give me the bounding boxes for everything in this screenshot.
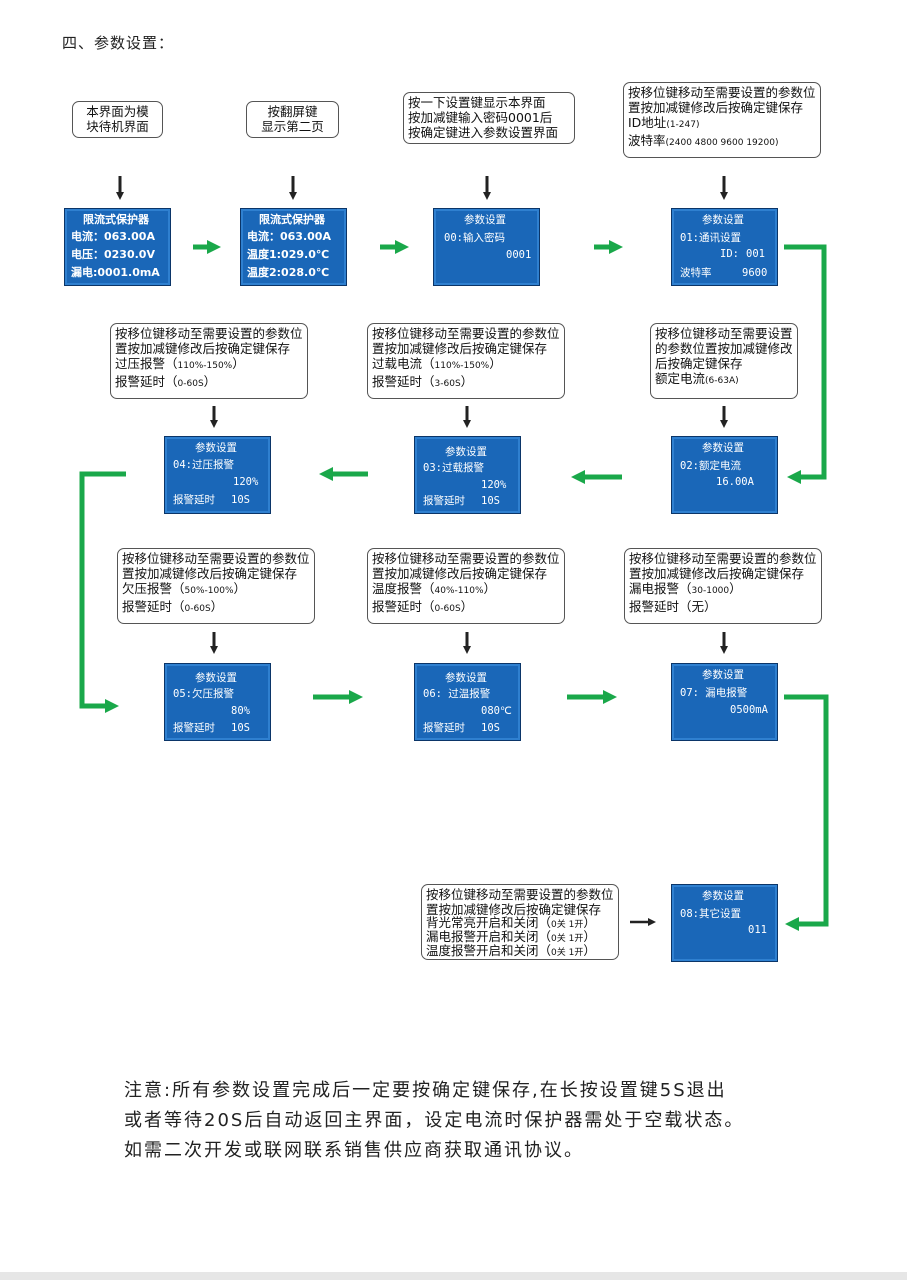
lcd-overvoltage: 参数设置 04:过压报警 120% 报警延时 10S [164,436,271,514]
section-heading: 四、参数设置： [62,34,175,52]
callout-leakage: 按移位键移动至需要设置的参数位 置按加减键修改后按确定键保存 漏电报警（30-1… [624,548,822,624]
lcd-password: 参数设置 00:输入密码 0001 [433,208,540,286]
callout-overvoltage: 按移位键移动至需要设置的参数位 置按加减键修改后按确定键保存 过压报警（110%… [110,323,308,399]
lcd-overload: 参数设置 03:过载报警 120% 报警延时 10S [414,436,521,514]
callout-rated-current: 按移位键移动至需要设置 的参数位置按加减键修改 后按确定键保存 额定电流(6-6… [650,323,798,399]
callout-undervoltage: 按移位键移动至需要设置的参数位 置按加减键修改后按确定键保存 欠压报警（50%-… [117,548,315,624]
note-paragraph: 注意:所有参数设置完成后一定要按确定键保存,在长按设置键5S退出 或者等待20S… [124,1080,745,1161]
lcd-standby-page2: 限流式保护器 电流：063.00A 温度1:029.0℃ 温度2:028.0℃ [240,208,347,286]
lcd-other-settings: 参数设置 08:其它设置 011 [671,884,778,962]
callout-comm: 按移位键移动至需要设置的参数位 置按加减键修改后按确定键保存 ID地址(1-24… [623,82,821,158]
page-bottom-edge [0,1272,907,1280]
callout-password: 按一下设置键显示本界面 按加减键输入密码0001后 按确定键进入参数设置界面 [403,92,575,144]
green-connector [784,694,829,931]
lcd-standby-page1: 限流式保护器 电流：063.00A 电压：0230.0V 漏电:0001.0mA [64,208,171,286]
lcd-over-temperature: 参数设置 06: 过温报警 080℃ 报警延时 10S [414,663,521,741]
callout-temperature: 按移位键移动至需要设置的参数位 置按加减键修改后按确定键保存 温度报警（40%-… [367,548,565,624]
callout-other-settings: 按移位键移动至需要设置的参数位 置按加减键修改后按确定键保存 背光常亮开启和关闭… [421,884,619,960]
green-connector [784,244,827,484]
lcd-comm-settings: 参数设置 01:通讯设置 ID: 001 波特率 9600 [671,208,778,286]
callout-overload: 按移位键移动至需要设置的参数位 置按加减键修改后按确定键保存 过载电流（110%… [367,323,565,399]
green-connector [79,471,126,713]
callout-standby: 本界面为模 块待机界面 [72,101,163,138]
lcd-leakage: 参数设置 07: 漏电报警 0500mA [671,663,778,741]
lcd-undervoltage: 参数设置 05:欠压报警 80% 报警延时 10S [164,663,271,741]
lcd-rated-current: 参数设置 02:额定电流 16.00A [671,436,778,514]
callout-page-flip: 按翻屏键 显示第二页 [246,101,339,138]
